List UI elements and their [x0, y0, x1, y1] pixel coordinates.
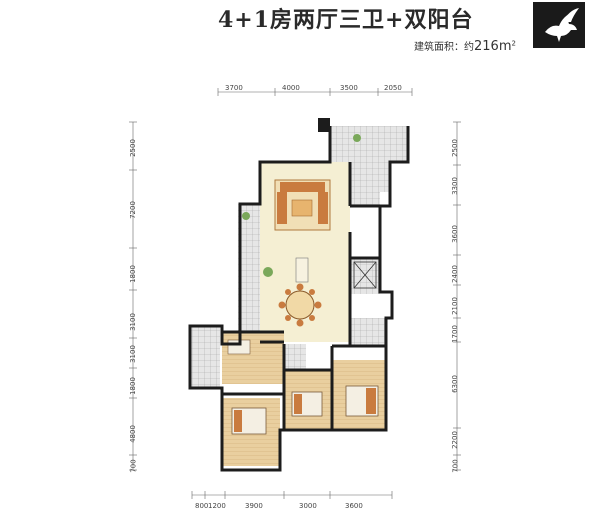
dim-bottom-3: 3900 [245, 502, 263, 510]
dimension-lines [129, 88, 461, 499]
area-label: 建筑面积：约216m2 [414, 38, 516, 54]
bathroom-middle [284, 344, 306, 372]
plant-1 [263, 267, 273, 277]
elevator [353, 261, 377, 289]
column-top [318, 118, 330, 132]
dim-bottom-5: 3600 [345, 502, 363, 510]
walls [188, 126, 410, 472]
dim-top-1: 3700 [225, 84, 243, 92]
beds [227, 339, 379, 435]
pegasus-logo-icon [533, 2, 585, 48]
top-balcony [330, 126, 408, 162]
dim-top-3: 3500 [340, 84, 358, 92]
bathroom-right [350, 318, 386, 346]
area-value: 216m [474, 39, 512, 54]
elevator-hall [350, 258, 380, 294]
sofa-set [274, 179, 331, 231]
area-unit-sup: 2 [511, 39, 516, 48]
dim-top-4: 2050 [384, 84, 402, 92]
dim-top-2: 4000 [282, 84, 300, 92]
plant-2 [242, 212, 250, 220]
left-balcony [238, 204, 260, 344]
sideboard [295, 257, 309, 283]
page-title: 4+1房两厅三卫+双阳台 [218, 7, 474, 33]
area-prefix: 建筑面积：约 [414, 42, 474, 53]
kitchen-floor [350, 162, 380, 206]
dim-bottom-2: 1200 [208, 502, 226, 510]
bathroom-left [190, 326, 220, 388]
dim-bottom-4: 3000 [299, 502, 317, 510]
dim-bottom-1: 800 [195, 502, 209, 510]
plant-3 [353, 134, 361, 142]
service-balcony [378, 162, 390, 192]
dining-table [278, 283, 322, 327]
